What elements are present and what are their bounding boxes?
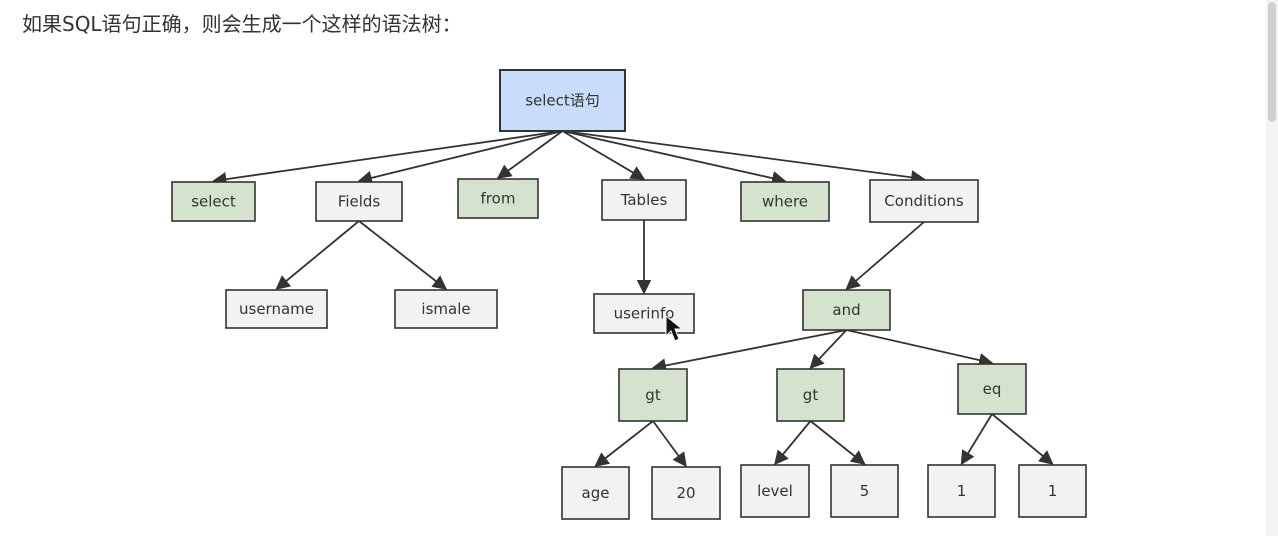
caption: 如果SQL语句正确，则会生成一个这样的语法树： [22,12,462,36]
edge-fields-to-username [275,220,360,290]
node-box-username [225,289,328,329]
node-box-select [171,181,256,222]
node-label-level: level [757,482,793,500]
node-box-level [740,464,810,518]
node-label-n5: 5 [860,482,870,500]
node-one_b: 1 [1018,464,1087,518]
edge-and-to-gt2 [809,329,848,370]
node-tables: Tables [601,179,687,221]
edge-fields-to-ismale [358,220,448,290]
node-label-ismale: ismale [421,300,470,318]
node-conditions: Conditions [869,179,979,223]
node-label-conditions: Conditions [884,192,964,210]
edge-root-to-conditions [562,130,926,185]
node-box-fields [315,181,403,222]
node-n20: 20 [651,466,721,520]
node-label-select: select [191,193,236,211]
tree-edges [212,130,1054,468]
node-root: select语句 [499,69,626,132]
node-level: level [740,464,810,518]
node-label-from: from [481,190,516,208]
node-gt2: gt [776,368,845,422]
node-box-tables [601,179,687,221]
node-box-eq [957,363,1027,415]
node-label-one_a: 1 [957,482,967,500]
node-box-n20 [651,466,721,520]
node-box-n5 [830,464,899,518]
edge-and-to-gt1 [651,329,847,373]
node-ismale: ismale [394,289,498,329]
node-select: select [171,181,256,222]
node-eq: eq [957,363,1027,415]
edge-conditions-to-and [845,221,925,290]
node-box-gt2 [776,368,845,422]
node-label-and: and [832,301,860,319]
edge-gt1-to-n20 [652,420,687,468]
node-fields: Fields [315,181,403,222]
node-box-one_a [927,464,996,518]
node-label-gt2: gt [803,386,819,404]
tree-nodes: select语句 select Fields from Tables where Condi… [171,69,1087,520]
node-label-eq: eq [983,380,1002,398]
edge-root-to-select [212,130,563,187]
node-from: from [457,178,539,219]
node-box-where [740,181,830,222]
mouse-cursor-icon [665,314,684,342]
edge-gt2-to-n5 [809,420,866,465]
edge-root-to-where [562,130,787,186]
node-box-root [499,69,626,132]
node-label-where: where [762,193,808,211]
edge-gt1-to-age [594,420,654,467]
vertical-scrollbar[interactable] [1266,0,1278,536]
node-gt1: gt [618,368,688,422]
node-box-age [561,466,630,520]
edge-root-to-from [496,130,564,179]
node-label-root: select语句 [525,92,600,110]
node-age: age [561,466,630,520]
node-label-one_b: 1 [1048,482,1058,500]
node-username: username [225,289,328,329]
edge-and-to-eq [846,329,994,368]
node-one_a: 1 [927,464,996,518]
node-n5: 5 [830,464,899,518]
scrollbar-thumb[interactable] [1268,2,1276,122]
node-box-ismale [394,289,498,329]
edge-eq-to-one_a [960,413,993,466]
node-box-conditions [869,179,979,223]
edge-root-to-fields [357,130,563,185]
edge-gt2-to-level [774,420,812,466]
node-label-age: age [582,484,610,502]
node-label-n20: 20 [676,484,695,502]
node-label-gt1: gt [645,386,661,404]
edge-eq-to-one_b [991,413,1054,465]
edge-root-to-tables [562,130,646,180]
node-box-one_b [1018,464,1087,518]
node-box-from [457,178,539,219]
node-and: and [802,289,891,331]
node-label-tables: Tables [620,191,668,209]
node-label-userinfo: userinfo [614,305,675,323]
node-box-and [802,289,891,331]
node-box-gt1 [618,368,688,422]
node-where: where [740,181,830,222]
node-label-username: username [239,300,314,318]
node-label-fields: Fields [338,193,381,211]
